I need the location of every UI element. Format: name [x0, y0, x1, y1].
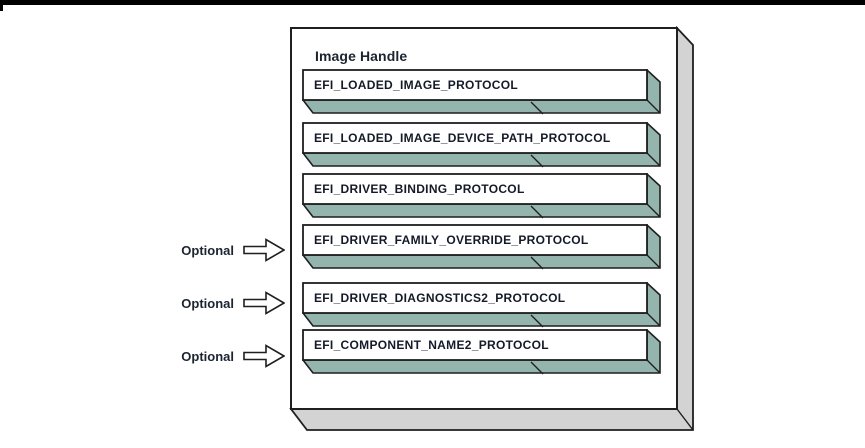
protocol-box-3d-shape — [302, 282, 661, 328]
page-top-rule-left-tick — [0, 0, 3, 11]
page-top-rule — [0, 0, 865, 5]
optional-callout-driver-diagnostics2: Optional — [140, 291, 285, 315]
right-arrow-icon — [243, 291, 285, 315]
optional-callout-component-name2: Optional — [140, 344, 285, 368]
protocol-box-component-name2: EFI_COMPONENT_NAME2_PROTOCOL — [302, 329, 662, 375]
protocol-label: EFI_LOADED_IMAGE_PROTOCOL — [314, 78, 518, 92]
optional-label: Optional — [181, 295, 234, 311]
right-arrow-icon — [243, 344, 285, 368]
protocol-box-3d-shape — [302, 69, 661, 115]
protocol-label: EFI_COMPONENT_NAME2_PROTOCOL — [314, 338, 549, 352]
protocol-label: EFI_DRIVER_FAMILY_OVERRIDE_PROTOCOL — [314, 233, 589, 247]
protocol-label: EFI_DRIVER_DIAGNOSTICS2_PROTOCOL — [314, 291, 566, 305]
outer-box-corner-seam — [676, 408, 694, 431]
protocol-box-3d-shape — [302, 122, 661, 168]
optional-label: Optional — [181, 348, 234, 364]
image-handle-title: Image Handle — [315, 48, 408, 64]
right-arrow-icon — [243, 238, 285, 262]
protocol-box-3d-shape — [302, 224, 661, 270]
protocol-label: EFI_LOADED_IMAGE_DEVICE_PATH_PROTOCOL — [314, 131, 611, 145]
protocol-label: EFI_DRIVER_BINDING_PROTOCOL — [314, 182, 525, 196]
protocol-box-driver-family-override: EFI_DRIVER_FAMILY_OVERRIDE_PROTOCOL — [302, 224, 662, 270]
optional-label: Optional — [181, 242, 234, 258]
protocol-box-loaded-image-device-path: EFI_LOADED_IMAGE_DEVICE_PATH_PROTOCOL — [302, 122, 662, 168]
optional-callout-driver-family-override: Optional — [140, 238, 285, 262]
protocol-box-driver-binding: EFI_DRIVER_BINDING_PROTOCOL — [302, 173, 662, 219]
protocol-box-driver-diagnostics2: EFI_DRIVER_DIAGNOSTICS2_PROTOCOL — [302, 282, 662, 328]
protocol-box-loaded-image: EFI_LOADED_IMAGE_PROTOCOL — [302, 69, 662, 115]
protocol-box-3d-shape — [302, 329, 661, 375]
protocol-box-3d-shape — [302, 173, 661, 219]
